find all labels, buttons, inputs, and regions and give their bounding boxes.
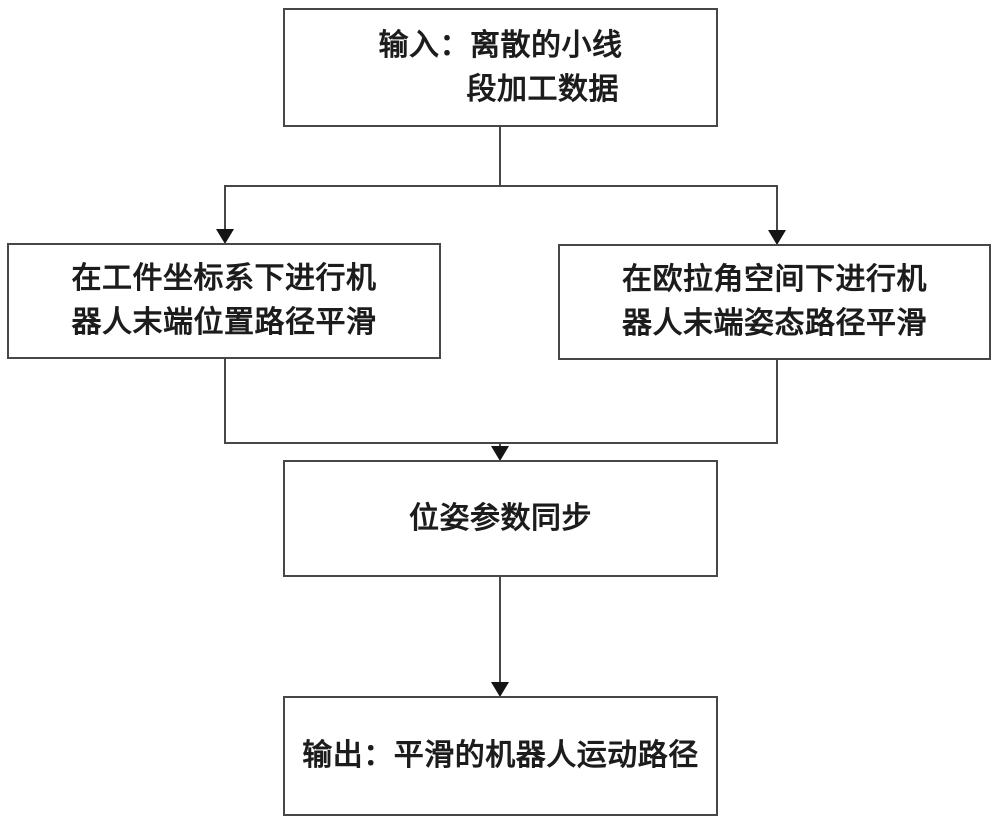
node-label-line: 位姿参数同步 (409, 500, 592, 536)
node-label-line: 在工件坐标系下进行机 (71, 261, 377, 296)
node-label-line: 段加工数据 (466, 71, 619, 107)
node-label-line: 器人末端姿态路径平滑 (622, 306, 927, 341)
arrow-down-icon (216, 229, 234, 244)
connector-split-right-drop (776, 185, 778, 231)
connector-merge-stem (499, 442, 501, 449)
arrow-down-icon (768, 230, 786, 245)
node-label-line: 器人末端位置路径平滑 (71, 305, 377, 340)
connector-split-bar (224, 185, 778, 187)
connector-input-stem (499, 127, 501, 187)
node-orientation-smoothing: 在欧拉角空间下进行机 器人末端姿态路径平滑 (558, 244, 991, 360)
node-position-smoothing: 在工件坐标系下进行机 器人末端位置路径平滑 (7, 243, 441, 359)
connector-right-riser (776, 360, 778, 444)
node-pose-sync: 位姿参数同步 (283, 460, 718, 577)
node-input: 输入：离散的小线 段加工数据 (283, 8, 718, 127)
connector-sync-to-output (499, 577, 501, 684)
arrow-down-icon (491, 682, 509, 697)
node-label-line: 在欧拉角空间下进行机 (622, 262, 927, 297)
node-label-line: 输出：平滑的机器人运动路径 (302, 738, 699, 773)
connector-merge-bar (224, 442, 778, 444)
node-label-line: 输入：离散的小线 (378, 27, 623, 63)
arrow-down-icon (491, 446, 509, 461)
node-input-text: 输入：离散的小线 段加工数据 (379, 24, 623, 112)
connector-split-left-drop (224, 185, 226, 231)
connector-left-riser (224, 358, 226, 444)
node-output: 输出：平滑的机器人运动路径 (283, 696, 718, 816)
